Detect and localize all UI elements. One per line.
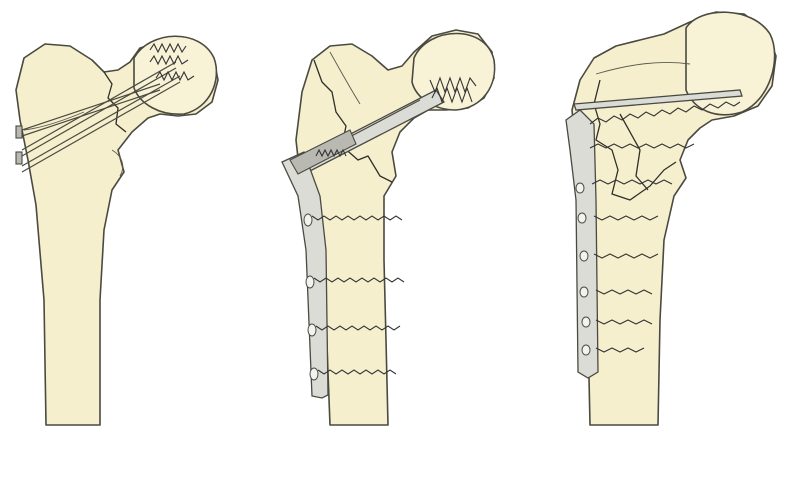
screw-shaft-2 <box>21 61 177 151</box>
femoral-head-1 <box>133 35 218 115</box>
trochanter-line-2 <box>329 51 361 105</box>
plate-hole-4 <box>309 367 319 381</box>
screw-shaft-3b <box>21 81 181 173</box>
cortical-screw-4 <box>317 369 397 375</box>
fracture-line-1 <box>103 71 127 133</box>
panel-locking-plate <box>565 11 777 426</box>
panel-cannulated-screws <box>15 35 219 426</box>
fracture-line-3a <box>593 79 677 201</box>
plate-hole-1 <box>303 213 313 227</box>
plate-hole-2 <box>305 275 315 289</box>
locking-screw-6 <box>595 289 653 295</box>
plate-hole-d <box>579 286 589 298</box>
panel-sliding-hip-screw <box>281 29 496 426</box>
cortical-screw-3 <box>315 325 401 331</box>
plate-hole-e <box>581 316 591 328</box>
femoral-head-3 <box>685 11 776 116</box>
cortical-screw-2 <box>313 277 405 283</box>
plate-hole-3 <box>307 323 317 337</box>
cortical-screws-2 <box>303 213 405 381</box>
screw-shaft-2b <box>21 67 177 157</box>
locking-plate <box>565 109 599 379</box>
screw-thread-1 <box>149 42 187 54</box>
plate-hole-a <box>575 182 585 194</box>
guide-pin <box>573 89 743 111</box>
side-plate <box>281 151 329 399</box>
locking-screw-5 <box>593 253 659 259</box>
screw-head-2 <box>15 151 23 165</box>
screw-shaft-1 <box>21 83 161 131</box>
cannulated-screws <box>15 42 195 173</box>
lag-screw-inner-line <box>339 99 421 143</box>
screw-shaft-1b <box>21 89 161 137</box>
lag-screw-thread <box>429 76 477 94</box>
locking-screw-1 <box>589 101 741 125</box>
lag-screw-thread-b <box>431 86 473 104</box>
locking-screw-3 <box>591 179 673 185</box>
locking-screw-2 <box>589 143 695 149</box>
barrel-thread <box>315 148 347 158</box>
cortical-screw-1 <box>311 215 403 221</box>
locking-screw-4 <box>593 215 659 221</box>
locking-screw-7 <box>595 319 653 325</box>
locking-plate-holes <box>575 182 591 356</box>
plate-hole-b <box>577 212 587 224</box>
screw-shaft-3 <box>21 75 181 167</box>
trochanter-line-3 <box>595 62 691 75</box>
screw-thread-2 <box>149 54 189 66</box>
locking-screw-8 <box>595 347 645 353</box>
locking-screws-3 <box>589 101 741 353</box>
plate-hole-c <box>579 250 589 262</box>
lesser-trochanter-1 <box>111 149 124 177</box>
plate-hole-f <box>581 344 591 356</box>
greater-trochanter-line-1 <box>23 111 85 131</box>
plate-collar <box>289 129 357 175</box>
screw-thread-3 <box>155 70 195 82</box>
screw-head-1 <box>15 125 23 139</box>
